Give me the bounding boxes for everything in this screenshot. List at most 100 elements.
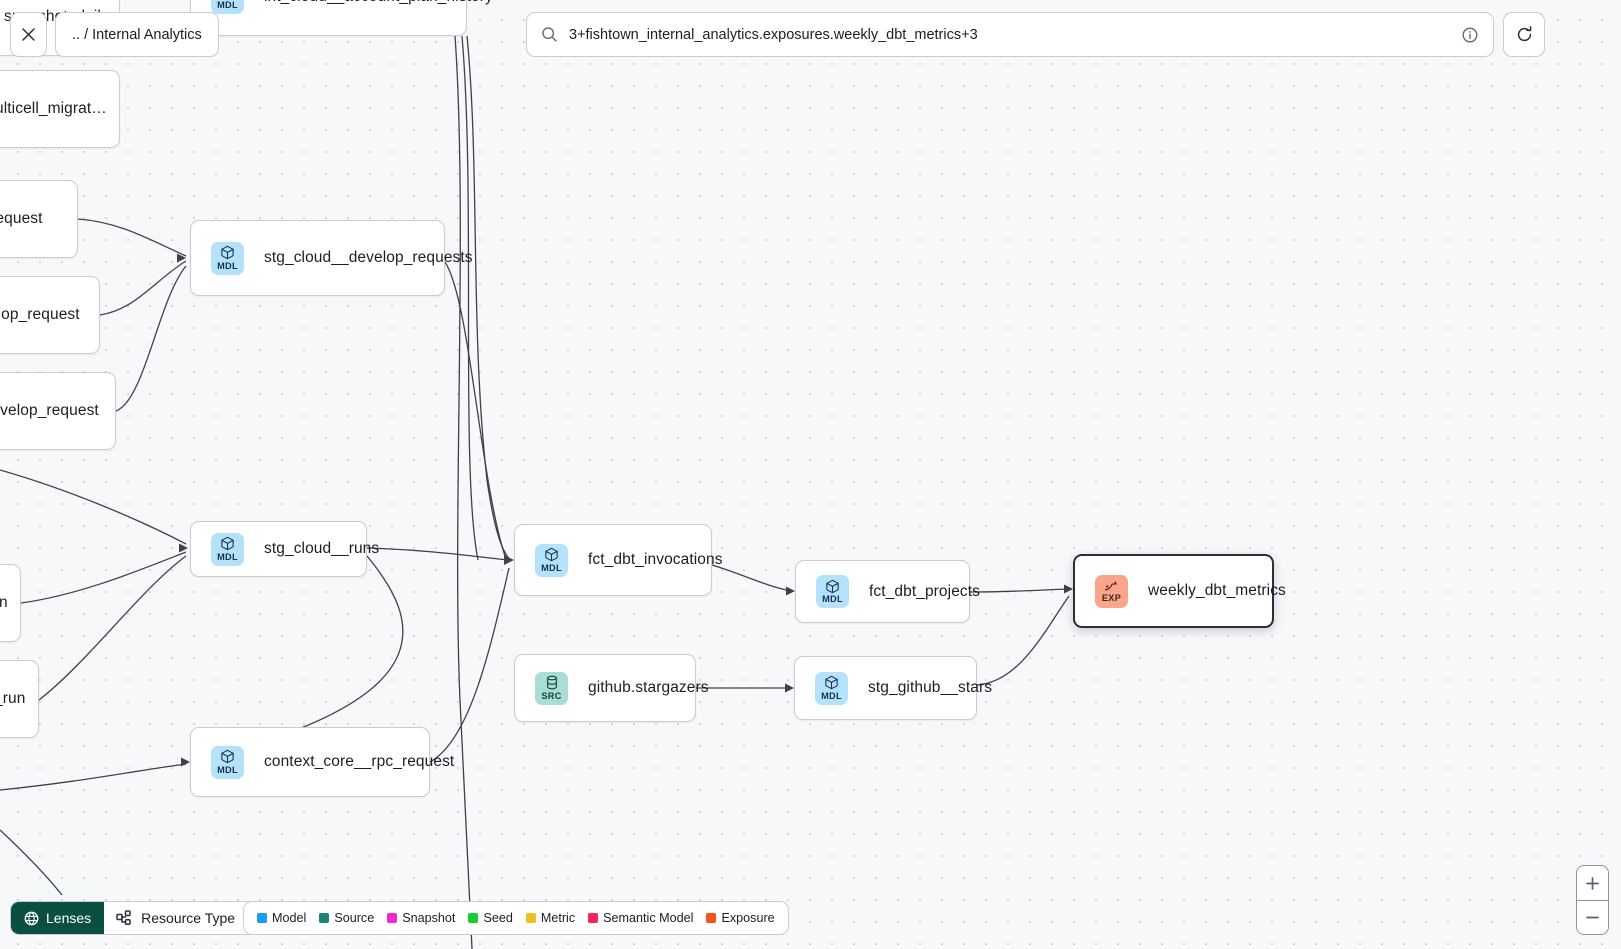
node-type-badge-mdl: MDL — [815, 671, 848, 705]
close-icon — [22, 28, 35, 41]
node-type-badge-mdl: MDL — [211, 532, 244, 566]
breadcrumb[interactable]: .. / Internal Analytics — [55, 12, 219, 57]
breadcrumb-label: .. / Internal Analytics — [72, 26, 202, 43]
graph-node-develop_request_2[interactable]: MDLvelop_request — [0, 276, 100, 354]
database-icon — [546, 675, 557, 690]
badge-text: MDL — [217, 764, 238, 775]
node-label: n — [0, 594, 8, 611]
graph-node-context_core_rpc_request[interactable]: MDL context_core__rpc_request — [190, 727, 454, 797]
node-label: fct_dbt_invocations — [588, 551, 723, 568]
info-icon[interactable] — [1461, 26, 1479, 44]
legend-label: Source — [334, 911, 375, 925]
node-label: fct_dbt_projects — [869, 582, 981, 600]
lenses-label: Lenses — [46, 910, 92, 926]
cube-icon — [221, 245, 234, 260]
node-type-badge-mdl: MDL — [211, 745, 244, 779]
badge-text: MDL — [217, 260, 238, 271]
graph-node-github_stargazers[interactable]: SRC github.stargazers — [514, 654, 709, 722]
graph-node-partial_run[interactable]: MDL_run — [0, 660, 39, 738]
cube-icon — [545, 547, 558, 562]
legend-item[interactable]: Metric — [525, 911, 576, 925]
cube-icon — [221, 536, 234, 551]
chart-line-icon — [1104, 580, 1117, 590]
legend-item[interactable]: Snapshot — [387, 911, 455, 925]
legend-swatch — [387, 913, 398, 923]
graph-node-stg_cloud_develop_requests[interactable]: MDL stg_cloud__develop_requests — [190, 220, 473, 296]
node-label: github.stargazers — [588, 679, 709, 696]
legend-label: Seed — [483, 911, 513, 925]
node-type-badge-src: SRC — [535, 671, 568, 705]
node-label: stg_cloud__runs — [264, 540, 380, 557]
badge-text: MDL — [541, 562, 562, 573]
legend-label: Snapshot — [402, 911, 456, 925]
node-type-badge-mdl: MDL — [211, 241, 244, 275]
search-icon — [542, 27, 557, 42]
legend-label: Exposure — [721, 911, 775, 925]
legend-swatch — [525, 913, 536, 923]
legend-swatch — [319, 913, 330, 923]
legend-item[interactable]: Seed — [468, 911, 513, 925]
graph-node-fct_dbt_invocations[interactable]: MDL fct_dbt_invocations — [514, 524, 723, 596]
plus-icon — [1586, 876, 1599, 890]
graph-node-develop_request_3[interactable]: MDL_develop_request — [0, 372, 116, 450]
legend-swatch — [588, 913, 599, 923]
legend-item[interactable]: Semantic Model — [588, 911, 693, 925]
node-label: _run — [0, 690, 26, 707]
node-type-badge-exp: EXP — [1095, 574, 1128, 608]
node-label: stg_github__stars — [868, 679, 993, 696]
badge-text: SRC — [541, 690, 562, 701]
legend-swatch — [706, 913, 717, 923]
graph-node-stg_github_stars[interactable]: MDL stg_github__stars — [794, 656, 992, 720]
node-label: _develop_request — [0, 402, 99, 419]
legend-label: Semantic Model — [603, 911, 694, 925]
search-input[interactable]: 3+fishtown_internal_analytics.exposures.… — [569, 26, 978, 43]
lens-icon — [24, 911, 39, 925]
hierarchy-icon — [116, 910, 131, 926]
node-label: context_core__rpc_request — [264, 753, 455, 770]
close-button[interactable] — [10, 12, 47, 57]
bottom-left-controls: Lenses Resource Type — [10, 901, 271, 935]
resource-type-label: Resource Type — [141, 910, 236, 926]
graph-node-int_cloud_account_plan_hist[interactable]: MDL int_cloud__account_plan_history — [190, 0, 493, 36]
zoom-in-button[interactable] — [1577, 866, 1608, 900]
node-type-badge-mdl: MDL — [535, 543, 568, 577]
legend-label: Model — [272, 911, 307, 925]
legend-swatch — [257, 913, 267, 923]
node-label: stg_cloud__develop_requests — [264, 249, 473, 266]
graph-node-fct_dbt_projects[interactable]: MDL fct_dbt_projects — [795, 560, 980, 623]
node-label: multicell_migrat… — [0, 100, 107, 117]
lineage-search-bar[interactable]: 3+fishtown_internal_analytics.exposures.… — [526, 12, 1494, 57]
graph-node-partial_run_n[interactable]: MDLn — [0, 564, 21, 642]
cube-icon — [221, 749, 234, 764]
badge-text: MDL — [822, 594, 843, 605]
node-label: velop_request — [0, 306, 80, 323]
lenses-button[interactable]: Lenses — [11, 902, 105, 934]
cube-icon — [826, 579, 839, 593]
legend-item[interactable]: Source — [319, 911, 374, 925]
refresh-button[interactable] — [1503, 12, 1545, 57]
zoom-out-button[interactable] — [1577, 900, 1608, 934]
refresh-icon — [1517, 26, 1531, 42]
graph-node-multicell_migrat[interactable]: MDLmulticell_migrat… — [0, 70, 120, 148]
legend-item[interactable]: Model — [257, 911, 306, 925]
resource-type-legend: Model Source Snapshot Seed Metric Semantic Mo… — [243, 901, 789, 935]
legend-swatch — [468, 913, 479, 923]
node-type-badge-mdl: MDL — [816, 575, 849, 608]
zoom-controls — [1576, 865, 1609, 935]
legend-item[interactable]: Exposure — [706, 911, 775, 925]
badge-text: MDL — [821, 690, 842, 701]
node-label: op_request — [0, 210, 43, 227]
badge-text: EXP — [1101, 593, 1122, 604]
badge-text: MDL — [217, 0, 238, 10]
graph-node-stg_cloud_runs[interactable]: MDL stg_cloud__runs — [190, 521, 379, 577]
minus-icon — [1586, 916, 1599, 919]
graph-node-develop_request_1[interactable]: MDLop_request — [0, 180, 78, 258]
node-type-badge-mdl: MDL — [211, 0, 244, 14]
cube-icon — [825, 675, 838, 690]
legend-label: Metric — [540, 911, 576, 925]
badge-text: MDL — [217, 551, 238, 562]
node-label: int_cloud__account_plan_history — [264, 0, 493, 6]
